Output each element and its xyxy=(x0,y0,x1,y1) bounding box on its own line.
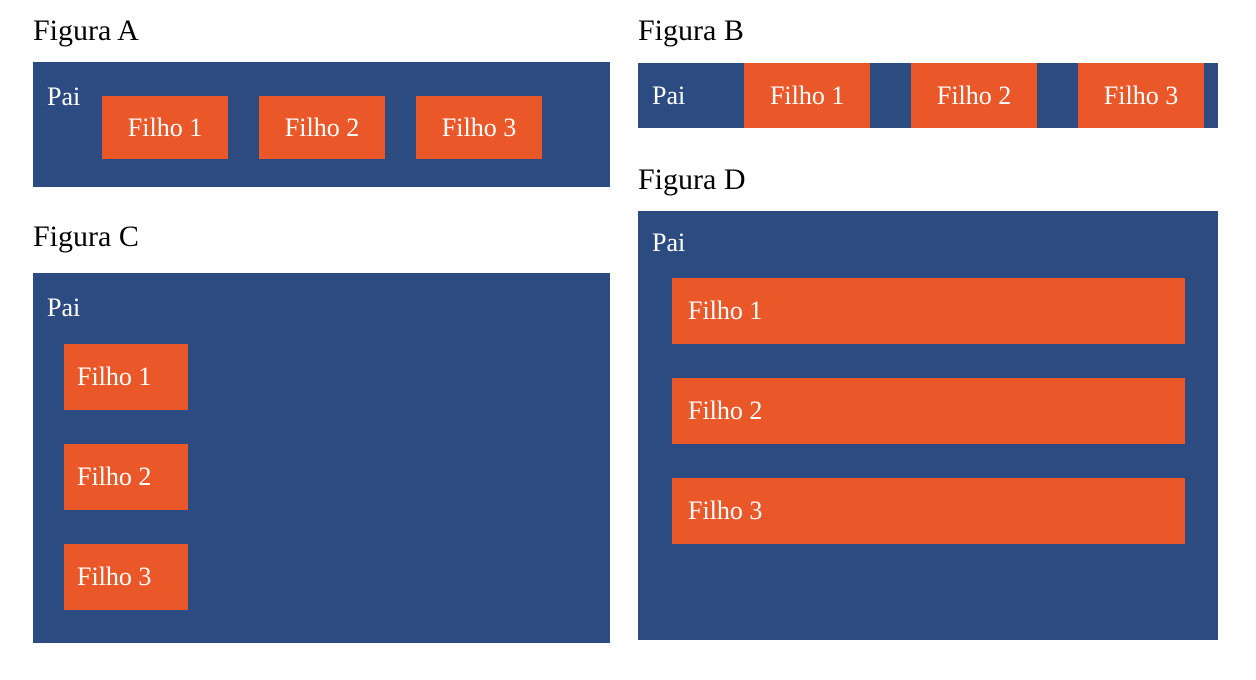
figure-d-title: Figura D xyxy=(638,163,746,196)
figure-a-children-row: Filho 1 Filho 2 Filho 3 xyxy=(102,96,542,159)
figure-c-child-2: Filho 2 xyxy=(64,444,188,510)
figure-a-child-3: Filho 3 xyxy=(416,96,542,159)
figure-d-parent-container: Pai Filho 1 Filho 2 Filho 3 xyxy=(638,211,1218,640)
figure-c-title: Figura C xyxy=(33,220,139,253)
figure-a-title: Figura A xyxy=(33,14,139,47)
figure-b-child-1: Filho 1 xyxy=(744,63,871,128)
figure-d-child-2: Filho 2 xyxy=(672,378,1185,444)
figure-a-child-2: Filho 2 xyxy=(259,96,385,159)
figure-c-parent-label: Pai xyxy=(47,293,81,322)
figure-d-parent-label: Pai xyxy=(652,228,686,257)
figure-c-parent-container: Pai Filho 1 Filho 2 Filho 3 xyxy=(33,273,610,643)
figure-b-parent-label: Pai xyxy=(652,80,686,110)
figure-d-child-1: Filho 1 xyxy=(672,278,1185,344)
figure-a-child-1: Filho 1 xyxy=(102,96,228,159)
figure-a-parent-label: Pai xyxy=(47,82,81,111)
figure-a-parent-container: Pai Filho 1 Filho 2 Filho 3 xyxy=(33,62,610,187)
figure-b-parent-container: Pai Filho 1 Filho 2 Filho 3 xyxy=(638,63,1218,128)
figure-b-title: Figura B xyxy=(638,14,744,47)
figure-d-child-3: Filho 3 xyxy=(672,478,1185,544)
figure-b-child-3: Filho 3 xyxy=(1078,63,1204,128)
figure-c-child-3: Filho 3 xyxy=(64,544,188,610)
figure-c-child-1: Filho 1 xyxy=(64,344,188,410)
figure-c-children-column: Filho 1 Filho 2 Filho 3 xyxy=(64,344,188,610)
figure-b-child-2: Filho 2 xyxy=(911,63,1038,128)
figure-d-children-column: Filho 1 Filho 2 Filho 3 xyxy=(672,278,1185,544)
